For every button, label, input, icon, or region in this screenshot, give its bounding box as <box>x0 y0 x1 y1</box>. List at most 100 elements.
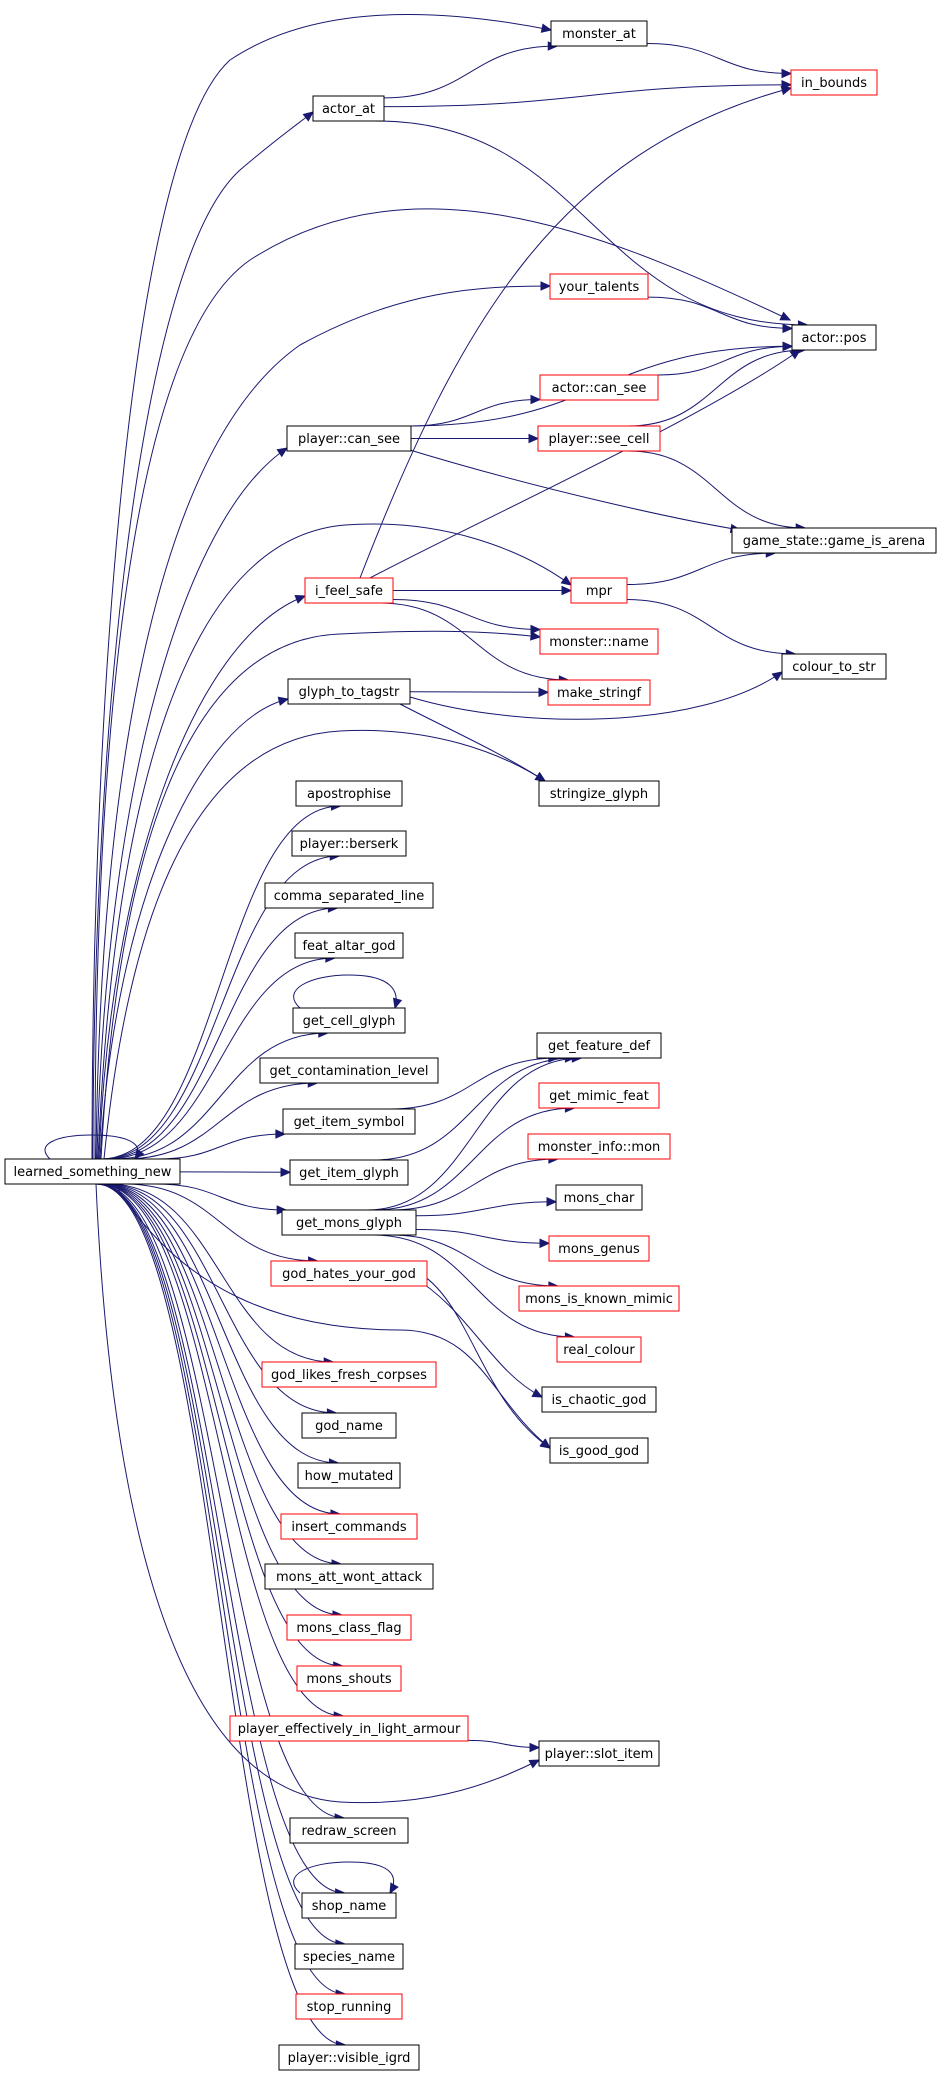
node-mpr[interactable]: mpr <box>570 577 628 604</box>
node-in-bounds[interactable]: in_bounds <box>790 69 878 96</box>
node-box[interactable] <box>259 1057 439 1084</box>
node-mons-char[interactable]: mons_char <box>555 1184 643 1211</box>
node-box[interactable] <box>312 95 385 122</box>
node-box[interactable] <box>556 1336 642 1363</box>
node-colour-to-str[interactable]: colour_to_str <box>781 653 887 680</box>
node-root[interactable]: learned_something_new <box>4 1158 181 1185</box>
node-box[interactable] <box>518 1285 680 1312</box>
node-box[interactable] <box>270 1260 428 1287</box>
node-glyph-to-tagstr[interactable]: glyph_to_tagstr <box>287 678 411 705</box>
node-box[interactable] <box>790 69 878 96</box>
node-mons-att-wont-attack[interactable]: mons_att_wont_attack <box>264 1563 434 1590</box>
node-box[interactable] <box>527 1133 671 1160</box>
node-monster-info-mon[interactable]: monster_info::mon <box>527 1133 671 1160</box>
node-mons-class-flag[interactable]: mons_class_flag <box>286 1614 412 1641</box>
node-box[interactable] <box>537 425 661 452</box>
node-god-name[interactable]: god_name <box>301 1412 397 1439</box>
node-species-name[interactable]: species_name <box>294 1943 404 1970</box>
node-box[interactable] <box>297 1462 401 1489</box>
node-box[interactable] <box>301 1892 397 1919</box>
node-box[interactable] <box>549 1437 649 1464</box>
node-box[interactable] <box>547 679 651 706</box>
node-monster-at[interactable]: monster_at <box>550 20 648 47</box>
node-box[interactable] <box>555 1184 643 1211</box>
node-box[interactable] <box>539 628 659 655</box>
node-get-cell-glyph[interactable]: get_cell_glyph <box>292 1007 406 1034</box>
node-get-item-symbol[interactable]: get_item_symbol <box>282 1108 416 1135</box>
node-stop-running[interactable]: stop_running <box>295 1993 403 2020</box>
node-get-mons-glyph[interactable]: get_mons_glyph <box>281 1209 417 1236</box>
node-box[interactable] <box>264 1563 434 1590</box>
node-box[interactable] <box>287 678 411 705</box>
node-i-feel-safe[interactable]: i_feel_safe <box>304 577 394 604</box>
node-box[interactable] <box>4 1158 181 1185</box>
node-box[interactable] <box>286 425 412 452</box>
node-box[interactable] <box>286 1614 412 1641</box>
node-game-is-arena[interactable]: game_state::game_is_arena <box>731 527 937 554</box>
node-make-stringf[interactable]: make_stringf <box>547 679 651 706</box>
node-get-feature-def[interactable]: get_feature_def <box>536 1032 662 1059</box>
node-monster-name[interactable]: monster::name <box>539 628 659 655</box>
node-box[interactable] <box>289 1817 409 1844</box>
node-get-item-glyph[interactable]: get_item_glyph <box>289 1159 409 1186</box>
node-player-see-cell[interactable]: player::see_cell <box>537 425 661 452</box>
node-box[interactable] <box>549 273 649 300</box>
node-box[interactable] <box>289 1159 409 1186</box>
node-box[interactable] <box>264 882 434 909</box>
node-box[interactable] <box>292 1007 406 1034</box>
node-box[interactable] <box>731 527 937 554</box>
node-box[interactable] <box>294 1943 404 1970</box>
node-your-talents[interactable]: your_talents <box>549 273 649 300</box>
node-box[interactable] <box>536 1032 662 1059</box>
node-player-effectively-in-light-armour[interactable]: player_effectively_in_light_armour <box>229 1715 469 1742</box>
node-box[interactable] <box>538 1740 660 1767</box>
node-box[interactable] <box>304 577 394 604</box>
node-box[interactable] <box>296 1665 402 1692</box>
node-redraw-screen[interactable]: redraw_screen <box>289 1817 409 1844</box>
node-get-mimic-feat[interactable]: get_mimic_feat <box>538 1082 660 1109</box>
node-box[interactable] <box>280 1513 418 1540</box>
node-box[interactable] <box>282 1108 416 1135</box>
node-player-visible-igrd[interactable]: player::visible_igrd <box>278 2044 420 2071</box>
node-god-likes-fresh-corpses[interactable]: god_likes_fresh_corpses <box>261 1361 437 1388</box>
node-box[interactable] <box>295 780 403 807</box>
node-box[interactable] <box>278 2044 420 2071</box>
node-box[interactable] <box>539 374 659 401</box>
node-player-berserk[interactable]: player::berserk <box>291 830 407 857</box>
node-box[interactable] <box>791 324 877 351</box>
node-box[interactable] <box>281 1209 417 1236</box>
node-box[interactable] <box>541 1386 657 1413</box>
node-god-hates-your-god[interactable]: god_hates_your_god <box>270 1260 428 1287</box>
node-box[interactable] <box>548 1235 650 1262</box>
node-is-good-god[interactable]: is_good_god <box>549 1437 649 1464</box>
node-box[interactable] <box>538 780 660 807</box>
node-insert-commands[interactable]: insert_commands <box>280 1513 418 1540</box>
node-is-chaotic-god[interactable]: is_chaotic_god <box>541 1386 657 1413</box>
node-box[interactable] <box>295 1993 403 2020</box>
node-box[interactable] <box>570 577 628 604</box>
node-apostrophise[interactable]: apostrophise <box>295 780 403 807</box>
node-player-can-see[interactable]: player::can_see <box>286 425 412 452</box>
node-real-colour[interactable]: real_colour <box>556 1336 642 1363</box>
node-box[interactable] <box>294 932 404 959</box>
node-mons-is-known-mimic[interactable]: mons_is_known_mimic <box>518 1285 680 1312</box>
node-box[interactable] <box>291 830 407 857</box>
node-box[interactable] <box>781 653 887 680</box>
node-player-slot-item[interactable]: player::slot_item <box>538 1740 660 1767</box>
node-box[interactable] <box>550 20 648 47</box>
node-get-contamination-level[interactable]: get_contamination_level <box>259 1057 439 1084</box>
node-box[interactable] <box>301 1412 397 1439</box>
node-box[interactable] <box>229 1715 469 1742</box>
node-box[interactable] <box>261 1361 437 1388</box>
node-comma-separated-line[interactable]: comma_separated_line <box>264 882 434 909</box>
node-how-mutated[interactable]: how_mutated <box>297 1462 401 1489</box>
node-actor-can-see[interactable]: actor::can_see <box>539 374 659 401</box>
node-actor-pos[interactable]: actor::pos <box>791 324 877 351</box>
node-shop-name[interactable]: shop_name <box>301 1892 397 1919</box>
node-mons-genus[interactable]: mons_genus <box>548 1235 650 1262</box>
node-actor-at[interactable]: actor_at <box>312 95 385 122</box>
node-box[interactable] <box>538 1082 660 1109</box>
node-stringize-glyph[interactable]: stringize_glyph <box>538 780 660 807</box>
node-feat-altar-god[interactable]: feat_altar_god <box>294 932 404 959</box>
node-mons-shouts[interactable]: mons_shouts <box>296 1665 402 1692</box>
